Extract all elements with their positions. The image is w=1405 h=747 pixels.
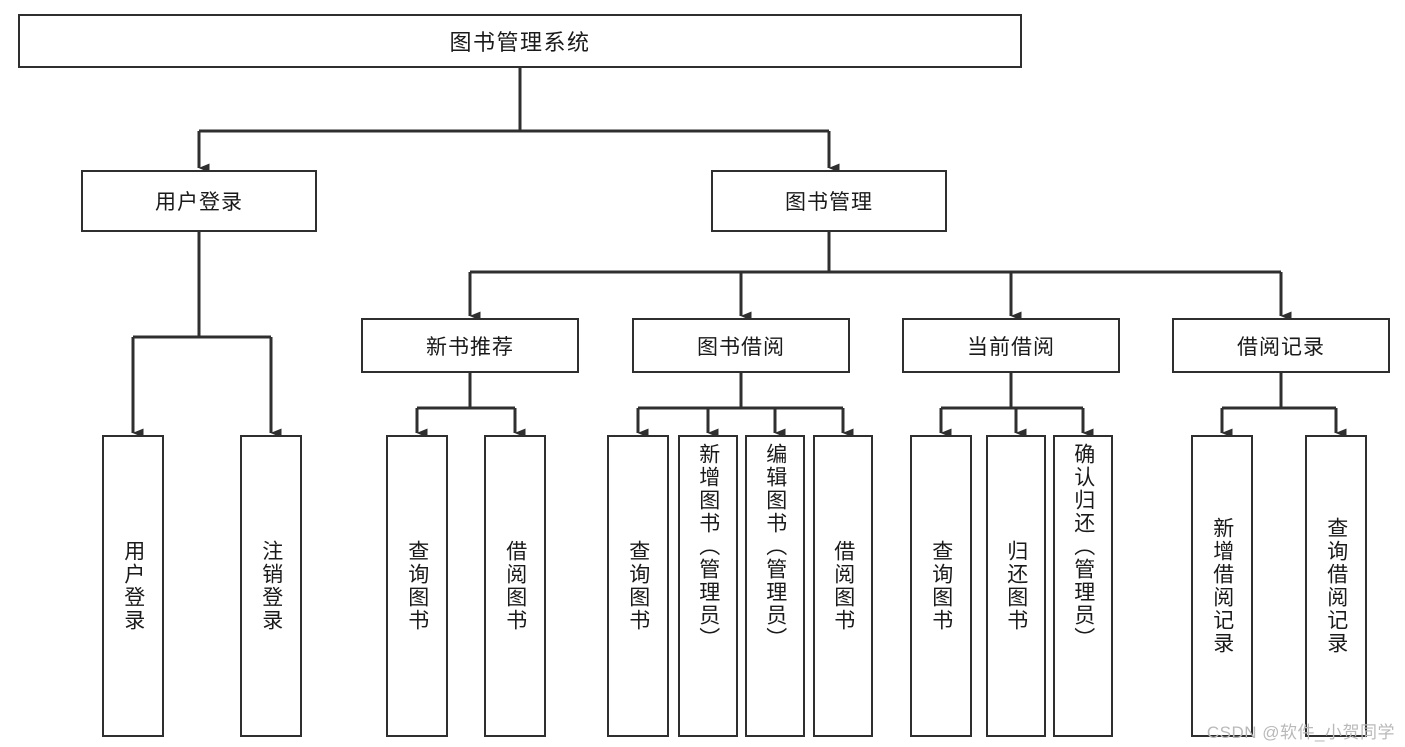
node-label: 图书管理	[785, 191, 873, 214]
watermark: CSDN @软件_小贺同学	[1206, 723, 1395, 742]
leaf-query-borrow-record[interactable]: 查询借阅记录	[1305, 435, 1367, 737]
leaf-confirm-return-admin[interactable]: 确认归还（管理员）	[1053, 435, 1113, 737]
leaf-query-book-current[interactable]: 查询图书	[910, 435, 972, 737]
node-borrow-record[interactable]: 借阅记录	[1172, 318, 1390, 373]
leaf-query-book-recommend[interactable]: 查询图书	[386, 435, 448, 737]
node-user-login[interactable]: 用户登录	[81, 170, 317, 232]
node-label: 查询图书	[929, 540, 953, 632]
leaf-add-book-admin[interactable]: 新增图书（管理员）	[678, 435, 738, 737]
node-label: 借阅图书	[831, 540, 855, 632]
leaf-return-book[interactable]: 归还图书	[986, 435, 1046, 737]
node-label: 归还图书	[1004, 540, 1028, 632]
leaf-query-book-borrow[interactable]: 查询图书	[607, 435, 669, 737]
node-label: 查询图书	[405, 540, 429, 632]
leaf-user-login[interactable]: 用户登录	[102, 435, 164, 737]
node-label: 借阅图书	[503, 540, 527, 632]
node-label: 注销登录	[259, 540, 283, 632]
node-label: 用户登录	[155, 191, 243, 214]
leaf-borrow-book-recommend[interactable]: 借阅图书	[484, 435, 546, 737]
node-label: 借阅记录	[1237, 335, 1325, 359]
leaf-add-borrow-record[interactable]: 新增借阅记录	[1191, 435, 1253, 737]
node-book-borrow[interactable]: 图书借阅	[632, 318, 850, 373]
node-label: 查询图书	[626, 540, 650, 632]
node-book-management[interactable]: 图书管理	[711, 170, 947, 232]
node-label: 图书管理系统	[449, 30, 591, 55]
node-current-borrow[interactable]: 当前借阅	[902, 318, 1120, 373]
leaf-borrow-book[interactable]: 借阅图书	[813, 435, 873, 737]
node-label: 图书借阅	[697, 335, 785, 359]
node-label: 查询借阅记录	[1324, 517, 1348, 655]
node-label: 确认归还（管理员）	[1071, 443, 1095, 650]
node-label: 新增图书（管理员）	[696, 443, 720, 650]
node-label: 编辑图书（管理员）	[763, 443, 787, 650]
node-new-book-recommend[interactable]: 新书推荐	[361, 318, 579, 373]
node-label: 当前借阅	[967, 335, 1055, 359]
leaf-edit-book-admin[interactable]: 编辑图书（管理员）	[745, 435, 805, 737]
node-label: 用户登录	[121, 540, 145, 632]
node-root-book-management-system[interactable]: 图书管理系统	[18, 14, 1022, 68]
node-label: 新增借阅记录	[1210, 517, 1234, 655]
leaf-logout[interactable]: 注销登录	[240, 435, 302, 737]
node-label: 新书推荐	[426, 335, 514, 359]
